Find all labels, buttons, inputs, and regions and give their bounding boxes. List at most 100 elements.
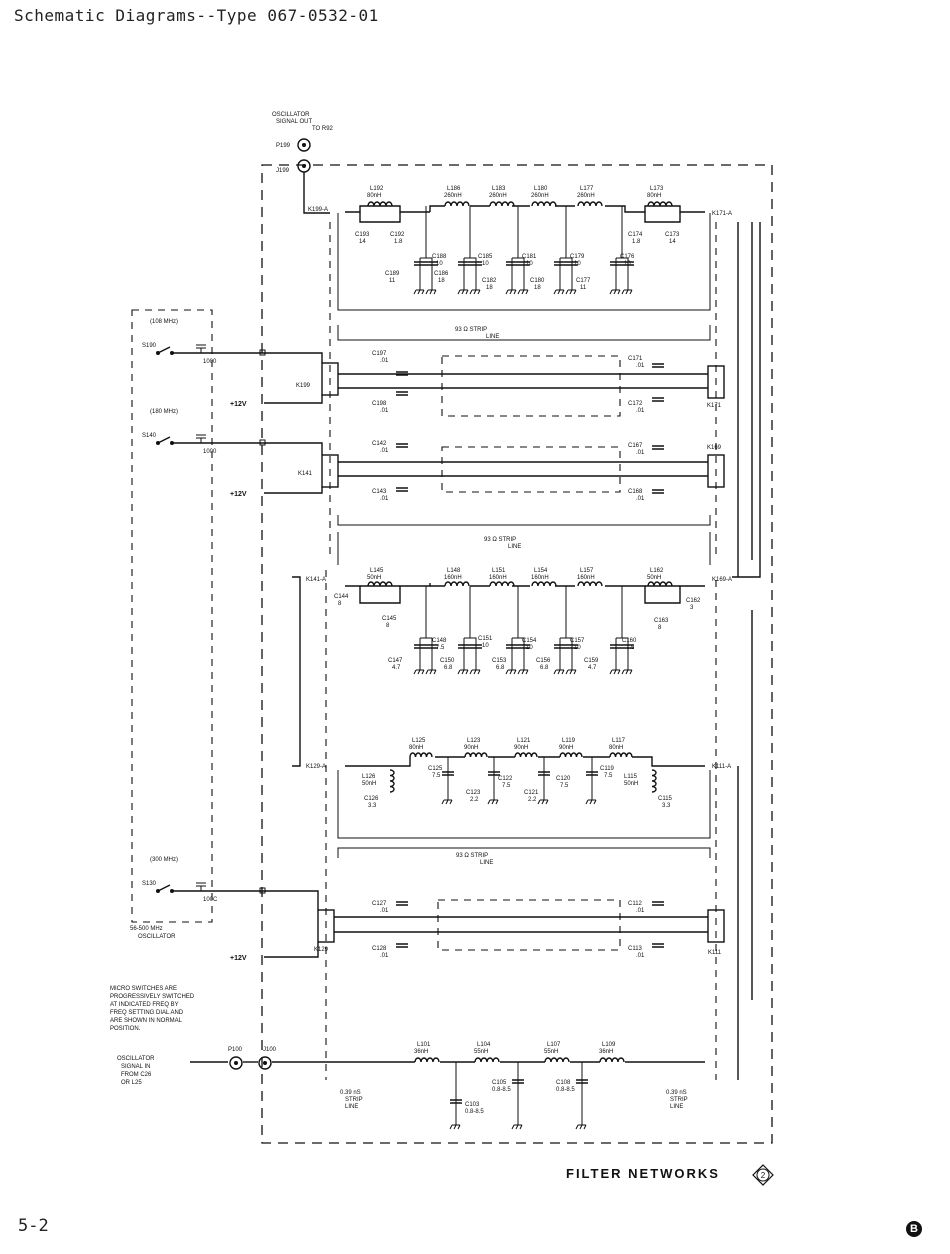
cap-ref: C185 xyxy=(478,254,493,260)
switch-frequency: (180 MHz) xyxy=(150,409,178,415)
cap-value: 10 xyxy=(482,643,489,649)
cap-ref: C122 xyxy=(498,776,513,782)
inductor-ref: L177 xyxy=(580,186,594,192)
svg-text:ARE SHOWN IN NORMAL: ARE SHOWN IN NORMAL xyxy=(110,1018,183,1024)
capacitor-c113: C113.01 xyxy=(628,943,664,959)
cap-ref: C189 xyxy=(385,271,400,277)
capacitor-c128: C128.01 xyxy=(372,943,408,959)
relay-k141: K141 xyxy=(298,471,313,477)
osc-out-label-3: TO R92 xyxy=(312,126,334,132)
diagram-number-badge: 2 xyxy=(752,1164,774,1186)
cap-value: 10 xyxy=(574,261,581,267)
cap-ref: C120 xyxy=(556,776,571,782)
inductor-ref: L183 xyxy=(492,186,506,192)
inductor-value: 90nH xyxy=(464,745,478,751)
inductor-ref: L123 xyxy=(467,738,481,744)
strip-short-right-1: 0.39 nS xyxy=(666,1090,687,1096)
coupling-cap-value: 1000 xyxy=(203,359,217,365)
shunt-node xyxy=(413,206,438,295)
contact-k169a: K169-A xyxy=(712,577,732,583)
strip-line-2a: 93 Ω STRIP xyxy=(484,537,516,543)
shunt-node xyxy=(457,206,482,295)
cap-ref: C177 xyxy=(576,278,591,284)
cap-value: 10 xyxy=(482,261,489,267)
inductor-ref: L117 xyxy=(612,738,626,744)
capacitor-c127: C127.01 xyxy=(372,901,408,914)
contact-k171a: K171-A xyxy=(712,211,732,217)
inductor-value: 80nH xyxy=(409,745,423,751)
cap-ref: C127 xyxy=(372,901,387,907)
cap-value: .01 xyxy=(380,496,389,502)
relay-bank-1 xyxy=(264,352,725,417)
inductor-value: 260nH xyxy=(531,193,549,199)
cap-value: 18 xyxy=(438,278,445,284)
cap-value: 0.8-8.5 xyxy=(556,1087,575,1093)
cap-value: 7.5 xyxy=(604,773,613,779)
shunt-node xyxy=(413,586,438,675)
cap-value: .01 xyxy=(636,363,645,369)
inductor-ref: L126 xyxy=(362,774,376,780)
cap-ref: C143 xyxy=(372,489,387,495)
cap-value: 1.8 xyxy=(394,239,403,245)
cap-ref: C197 xyxy=(372,351,387,357)
cap-ref: C167 xyxy=(628,443,643,449)
inductor-ref: L180 xyxy=(534,186,548,192)
cap-ref: C182 xyxy=(482,278,497,284)
cap-ref: C193 xyxy=(355,232,370,238)
p199-label: P199 xyxy=(276,143,291,149)
shunt-node xyxy=(457,586,482,675)
cap-value: 7.5 xyxy=(436,645,445,651)
cap-value: 7.5 xyxy=(626,645,635,651)
filter-3 xyxy=(337,756,711,839)
shield-enclosure xyxy=(261,164,773,1144)
cap-ref: C172 xyxy=(628,401,643,407)
shunt-node xyxy=(609,586,634,675)
inductor-ref: L121 xyxy=(517,738,531,744)
inductor-value: 260nH xyxy=(444,193,462,199)
cap-value: .01 xyxy=(380,953,389,959)
j100-label: J100 xyxy=(263,1047,277,1053)
cap-value: .01 xyxy=(380,908,389,914)
switch-s130: S130(300 MHz)100C xyxy=(142,857,266,903)
cap-value: 10 xyxy=(526,645,533,651)
capacitor-c142: C142.01 xyxy=(372,441,408,454)
strip-line-3a: 93 Ω STRIP xyxy=(456,853,488,859)
cap-value: .01 xyxy=(380,358,389,364)
cap-ref: C123 xyxy=(466,790,481,796)
cap-ref: C105 xyxy=(492,1080,507,1086)
strip-line-1a: 93 Ω STRIP xyxy=(455,327,487,333)
svg-text:2: 2 xyxy=(761,1171,766,1180)
cap-ref: C171 xyxy=(628,356,643,362)
cap-ref: C159 xyxy=(584,658,599,664)
shunt-node xyxy=(553,586,578,675)
shunt-node xyxy=(553,206,578,295)
inductor-value: 50nH xyxy=(624,781,638,787)
inductor-value: 80nH xyxy=(609,745,623,751)
inductor-value: 80nH xyxy=(647,193,661,199)
supply-label-1: +12V xyxy=(230,401,247,408)
contact-k199a: K199-A xyxy=(308,207,328,213)
inductor-ref: L154 xyxy=(534,568,548,574)
switch-ref: S140 xyxy=(142,433,157,439)
cap-value: 3.3 xyxy=(662,803,671,809)
cap-ref: C156 xyxy=(536,658,551,664)
cap-value: 6.8 xyxy=(444,665,453,671)
